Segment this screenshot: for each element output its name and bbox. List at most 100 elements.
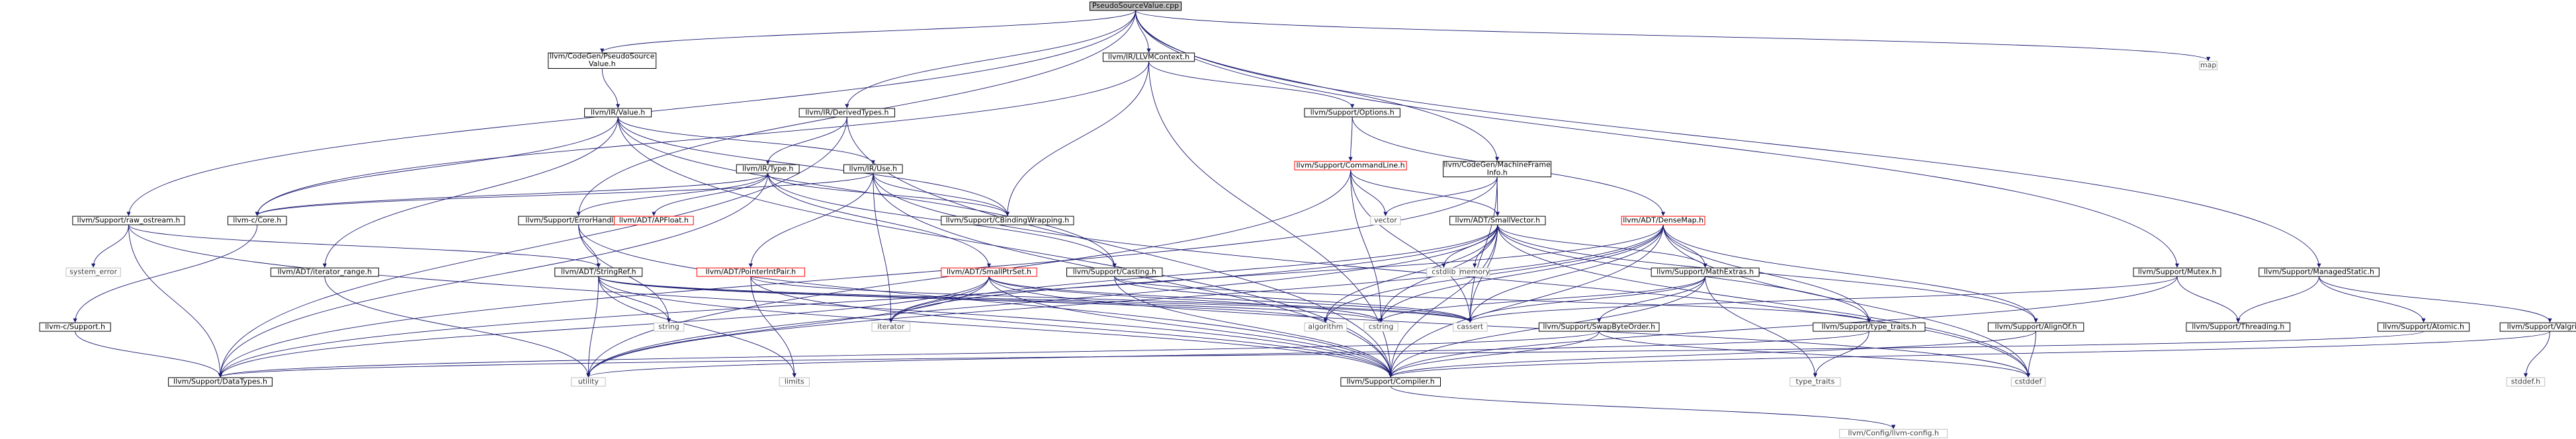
node-box: [1789, 377, 1841, 387]
node-label: llvm/Support/Mutex.h: [2138, 267, 2217, 276]
graph-node-adt-stringref[interactable]: llvm/ADT/StringRef.h: [554, 267, 643, 277]
node-label: llvm/Support/SwapByteOrder.h: [1543, 322, 1655, 331]
node-label: llvm/Support/Casting.h: [1073, 267, 1156, 276]
graph-node-adt-densemap[interactable]: llvm/ADT/DenseMap.h: [1621, 216, 1705, 225]
graph-node-cstdlib[interactable]: cstdlib: [1426, 267, 1461, 277]
graph-edge: [652, 173, 769, 216]
graph-edge: [2523, 331, 2550, 378]
node-box: [1813, 322, 1926, 332]
graph-edge: [218, 177, 1498, 378]
graph-node-ir-use[interactable]: llvm/IR/Use.h: [843, 164, 903, 174]
node-label: map: [2200, 61, 2216, 69]
graph-node-sup-options[interactable]: llvm/Support/Options.h: [1304, 108, 1400, 118]
graph-edge: [576, 173, 769, 216]
node-box: [1304, 322, 1348, 332]
graph-node-cassert[interactable]: cassert: [1453, 322, 1488, 332]
graph-edge: [1813, 331, 1869, 378]
graph-edge: [988, 276, 2031, 378]
graph-node-ir-value[interactable]: llvm/IR/Value.h: [584, 108, 652, 118]
node-label: llvm/ADT/StringRef.h: [561, 267, 636, 276]
node-label: llvm/IR/Type.h: [742, 164, 793, 173]
graph-node-stddef[interactable]: stddef.h: [2506, 377, 2546, 387]
node-box: [1538, 322, 1660, 332]
node-label: llvm/Support/ManagedStatic.h: [2264, 267, 2374, 276]
graph-edge: [750, 276, 796, 378]
graph-node-system-error[interactable]: system_error: [65, 267, 121, 277]
graph-node-sup-compiler[interactable]: llvm/Support/Compiler.h: [1340, 377, 1441, 387]
graph-edge: [617, 116, 1117, 268]
graph-node-sup-valgrind[interactable]: llvm/Support/Valgrind.h: [2499, 322, 2576, 332]
graph-node-utility[interactable]: utility: [571, 377, 606, 387]
node-label: cassert: [1457, 322, 1484, 331]
node-box: [1370, 216, 1401, 225]
graph-edge: [767, 173, 992, 268]
node-box: [1363, 322, 1398, 332]
node-label: llvm/Support/type_traits.h: [1822, 322, 1916, 331]
graph-edge: [1350, 169, 1388, 216]
graph-node-ir-derived[interactable]: llvm/IR/DerivedTypes.h: [798, 108, 896, 118]
graph-node-string[interactable]: string: [653, 322, 685, 332]
graph-node-cstddef[interactable]: cstddef: [2010, 377, 2046, 387]
node-box: [1089, 1, 1182, 11]
graph-edge: [1662, 224, 1871, 323]
graph-node-root[interactable]: PseudoSourceValue.cpp: [1089, 1, 1182, 11]
graph-node-cstring[interactable]: cstring: [1363, 322, 1398, 332]
edge-layer: [73, 10, 2552, 429]
graph-node-memory[interactable]: memory: [1459, 267, 1490, 277]
graph-edge: [1389, 331, 2550, 378]
graph-edge: [2026, 331, 2037, 378]
graph-node-sup-atomic[interactable]: llvm/Support/Atomic.h: [2377, 322, 2470, 332]
graph-node-ir-type[interactable]: llvm/IR/Type.h: [736, 164, 800, 174]
graph-node-sup-alignof[interactable]: llvm/Support/AlignOf.h: [1987, 322, 2084, 332]
graph-node-sup-casting[interactable]: llvm/Support/Casting.h: [1066, 267, 1163, 277]
graph-edge: [322, 116, 619, 268]
node-label: llvm/IR/LLVMContext.h: [1108, 52, 1189, 61]
graph-edge: [1114, 276, 1393, 378]
graph-node-sup-cbind[interactable]: llvm/Support/CBindingWrapping.h: [941, 216, 1074, 225]
graph-node-ir-llvmctx[interactable]: llvm/IR/LLVMContext.h: [1102, 52, 1195, 62]
node-label: Info.h: [1487, 168, 1508, 177]
graph-edge: [1148, 61, 1393, 378]
graph-node-sup-datatypes[interactable]: llvm/Support/DataTypes.h: [168, 377, 273, 387]
graph-node-map[interactable]: map: [2199, 61, 2217, 71]
graph-node-cfg-llvmconfig[interactable]: llvm/Config/llvm-config.h: [1839, 429, 1948, 438]
graph-node-sup-raw[interactable]: llvm/Support/raw_ostream.h: [72, 216, 185, 225]
graph-node-adt-ptrint[interactable]: llvm/ADT/PointerIntPair.h: [696, 267, 805, 277]
graph-node-sup-mathextras[interactable]: llvm/Support/MathExtras.h: [1651, 267, 1760, 277]
graph-node-adt-smallptr[interactable]: llvm/ADT/SmallPtrSet.h: [941, 267, 1037, 277]
graph-node-adt-apfloat[interactable]: llvm/ADT/APFloat.h: [614, 216, 694, 225]
graph-node-adt-iterrange[interactable]: llvm/ADT/iterator_range.h: [270, 267, 379, 277]
graph-node-c-support[interactable]: llvm-c/Support.h: [39, 322, 111, 332]
graph-edge: [1383, 177, 1498, 216]
graph-node-adt-smallvec[interactable]: llvm/ADT/SmallVector.h: [1449, 216, 1546, 225]
graph-node-sup-typetraits[interactable]: llvm/Support/type_traits.h: [1813, 322, 1926, 332]
graph-node-sup-mutex[interactable]: llvm/Support/Mutex.h: [2133, 267, 2221, 277]
graph-edge: [218, 331, 1600, 378]
node-label: utility: [578, 377, 599, 385]
graph-node-sup-swap[interactable]: llvm/Support/SwapByteOrder.h: [1538, 322, 1660, 332]
node-box: [2186, 322, 2291, 332]
graph-node-sup-threading[interactable]: llvm/Support/Threading.h: [2186, 322, 2291, 332]
graph-edge: [218, 173, 769, 378]
node-label: llvm/Support/CBindingWrapping.h: [946, 216, 1070, 224]
graph-node-vector[interactable]: vector: [1370, 216, 1401, 225]
node-label: string: [658, 322, 679, 331]
graph-edge: [1662, 224, 2031, 378]
graph-node-iterator[interactable]: iterator: [871, 322, 911, 332]
graph-edge: [1114, 276, 1871, 323]
graph-node-limits[interactable]: limits: [779, 377, 810, 387]
graph-edge: [888, 224, 1498, 323]
graph-node-cg-psv[interactable]: llvm/CodeGen/PseudoSourceValue.h: [548, 52, 657, 69]
node-box: [2377, 322, 2470, 332]
graph-edge: [1379, 276, 1706, 323]
graph-node-type-traits[interactable]: type_traits: [1789, 377, 1841, 387]
graph-edge: [1348, 116, 1353, 161]
graph-node-sup-managed[interactable]: llvm/Support/ManagedStatic.h: [2258, 267, 2380, 277]
graph-node-algorithm[interactable]: algorithm: [1304, 322, 1348, 332]
graph-node-c-core[interactable]: llvm-c/Core.h: [227, 216, 287, 225]
graph-edge: [2319, 276, 2552, 323]
graph-node-sup-err[interactable]: llvm/Support/ErrorHandling.h: [518, 216, 639, 225]
graph-node-sup-cmdline[interactable]: llvm/Support/CommandLine.h: [1294, 161, 1407, 171]
node-box: [1453, 322, 1488, 332]
